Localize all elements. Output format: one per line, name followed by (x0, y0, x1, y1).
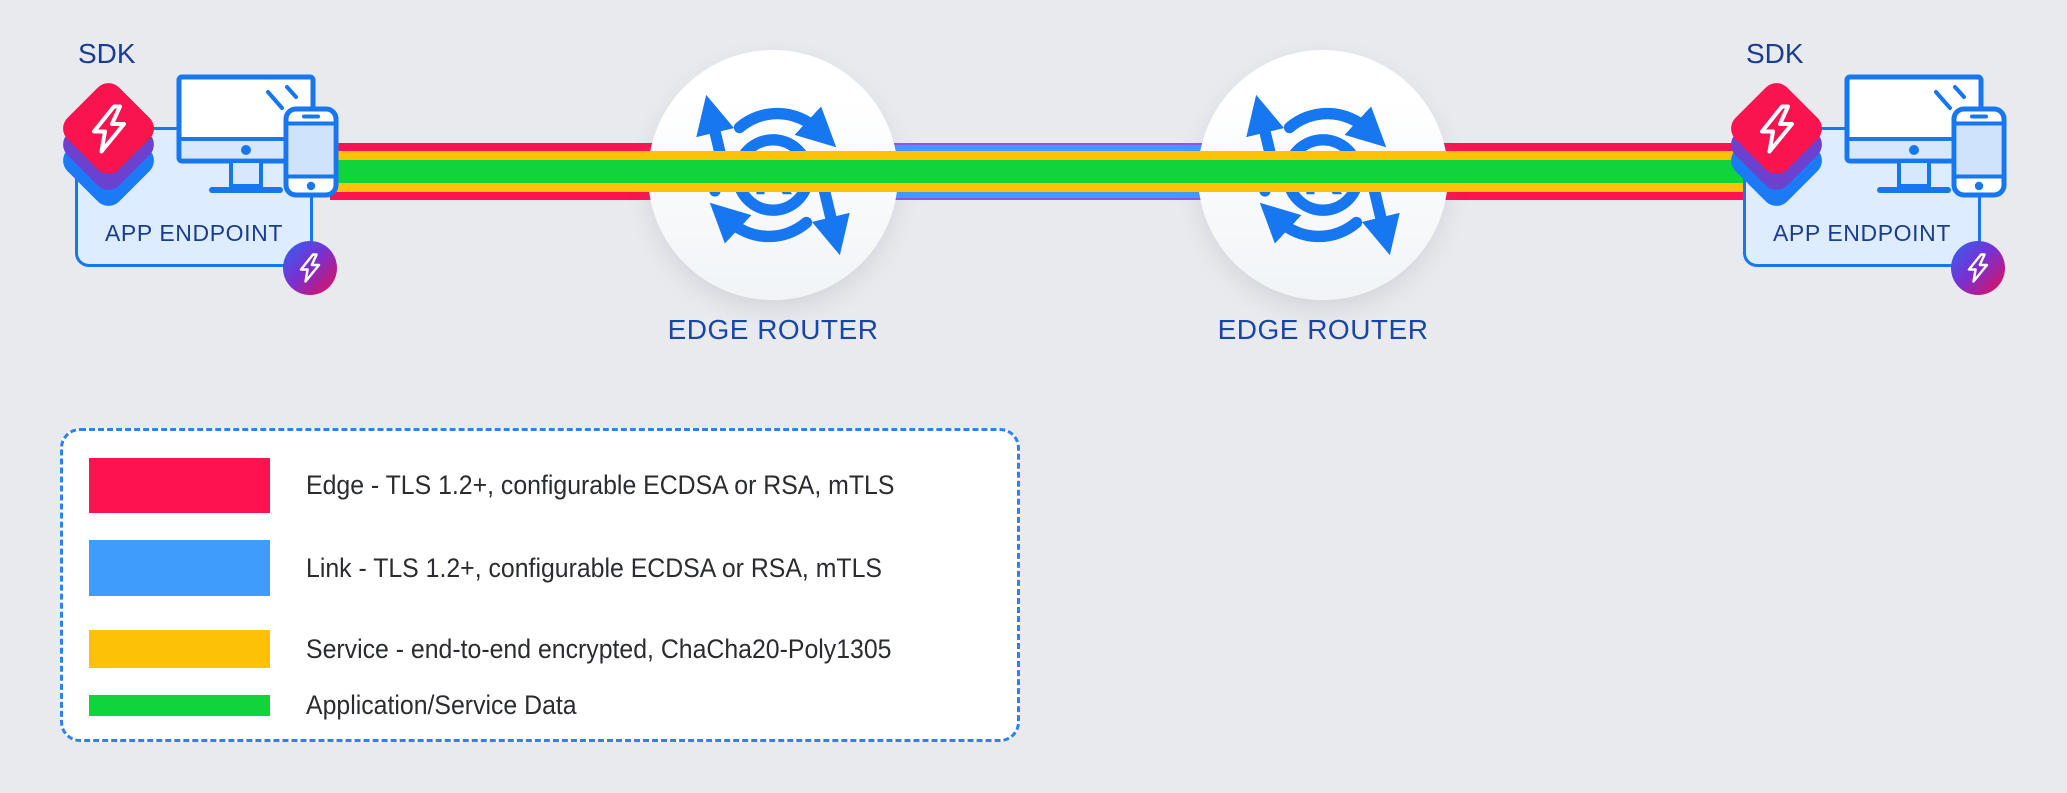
application-data-line (330, 160, 1745, 183)
legend-row: Service - end-to-end encrypted, ChaCha20… (89, 630, 942, 668)
app-endpoint-right: SDK APP ENDPOINT (1668, 0, 2028, 300)
edge-router-label: EDGE ROUTER (667, 314, 879, 345)
legend-label: Edge - TLS 1.2+, configurable ECDSA or R… (306, 470, 895, 500)
ziti-badge-icon (1951, 241, 2005, 295)
ziti-bolt-icon (84, 104, 134, 154)
legend-row: Edge - TLS 1.2+, configurable ECDSA or R… (89, 458, 946, 513)
legend-swatch-service (89, 630, 270, 668)
sdk-label: SDK (1746, 38, 1804, 69)
sdk-label: SDK (78, 38, 136, 69)
edge-router-circle-right (1198, 50, 1448, 300)
phone-icon (283, 106, 339, 198)
phone-icon (1951, 106, 2007, 198)
edge-router-label: EDGE ROUTER (1217, 314, 1429, 345)
legend-swatch-edge (89, 458, 270, 513)
service-line-top (330, 151, 1745, 160)
legend-label: Service - end-to-end encrypted, ChaCha20… (306, 633, 892, 664)
legend-swatch-link (89, 540, 270, 596)
app-endpoint-left: SDK APP ENDPOINT (0, 0, 360, 300)
legend-row: Application/Service Data (89, 690, 600, 720)
legend-label: Link - TLS 1.2+, configurable ECDSA or R… (306, 552, 882, 583)
ziti-bolt-icon (1963, 253, 1993, 283)
service-line-bottom (330, 183, 1745, 192)
app-endpoint-label: APP ENDPOINT (1772, 220, 1952, 246)
router-icon (685, 87, 861, 263)
legend-box: Edge - TLS 1.2+, configurable ECDSA or R… (60, 428, 1020, 742)
legend-row: Link - TLS 1.2+, configurable ECDSA or R… (89, 540, 932, 596)
legend-swatch-data (89, 695, 270, 716)
ziti-bolt-icon (1752, 104, 1802, 154)
edge-router-circle-left (648, 50, 898, 300)
ziti-bolt-icon (295, 253, 325, 283)
app-endpoint-label: APP ENDPOINT (104, 220, 284, 246)
legend-label: Application/Service Data (306, 690, 577, 720)
router-icon (1235, 87, 1411, 263)
ziti-badge-icon (283, 241, 337, 295)
